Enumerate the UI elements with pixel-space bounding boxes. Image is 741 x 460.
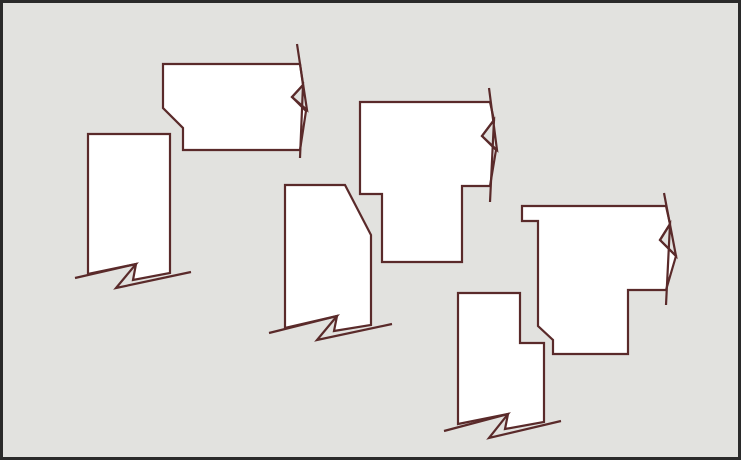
tall-rectangle-body <box>88 134 170 280</box>
notched-block-body <box>163 64 306 150</box>
